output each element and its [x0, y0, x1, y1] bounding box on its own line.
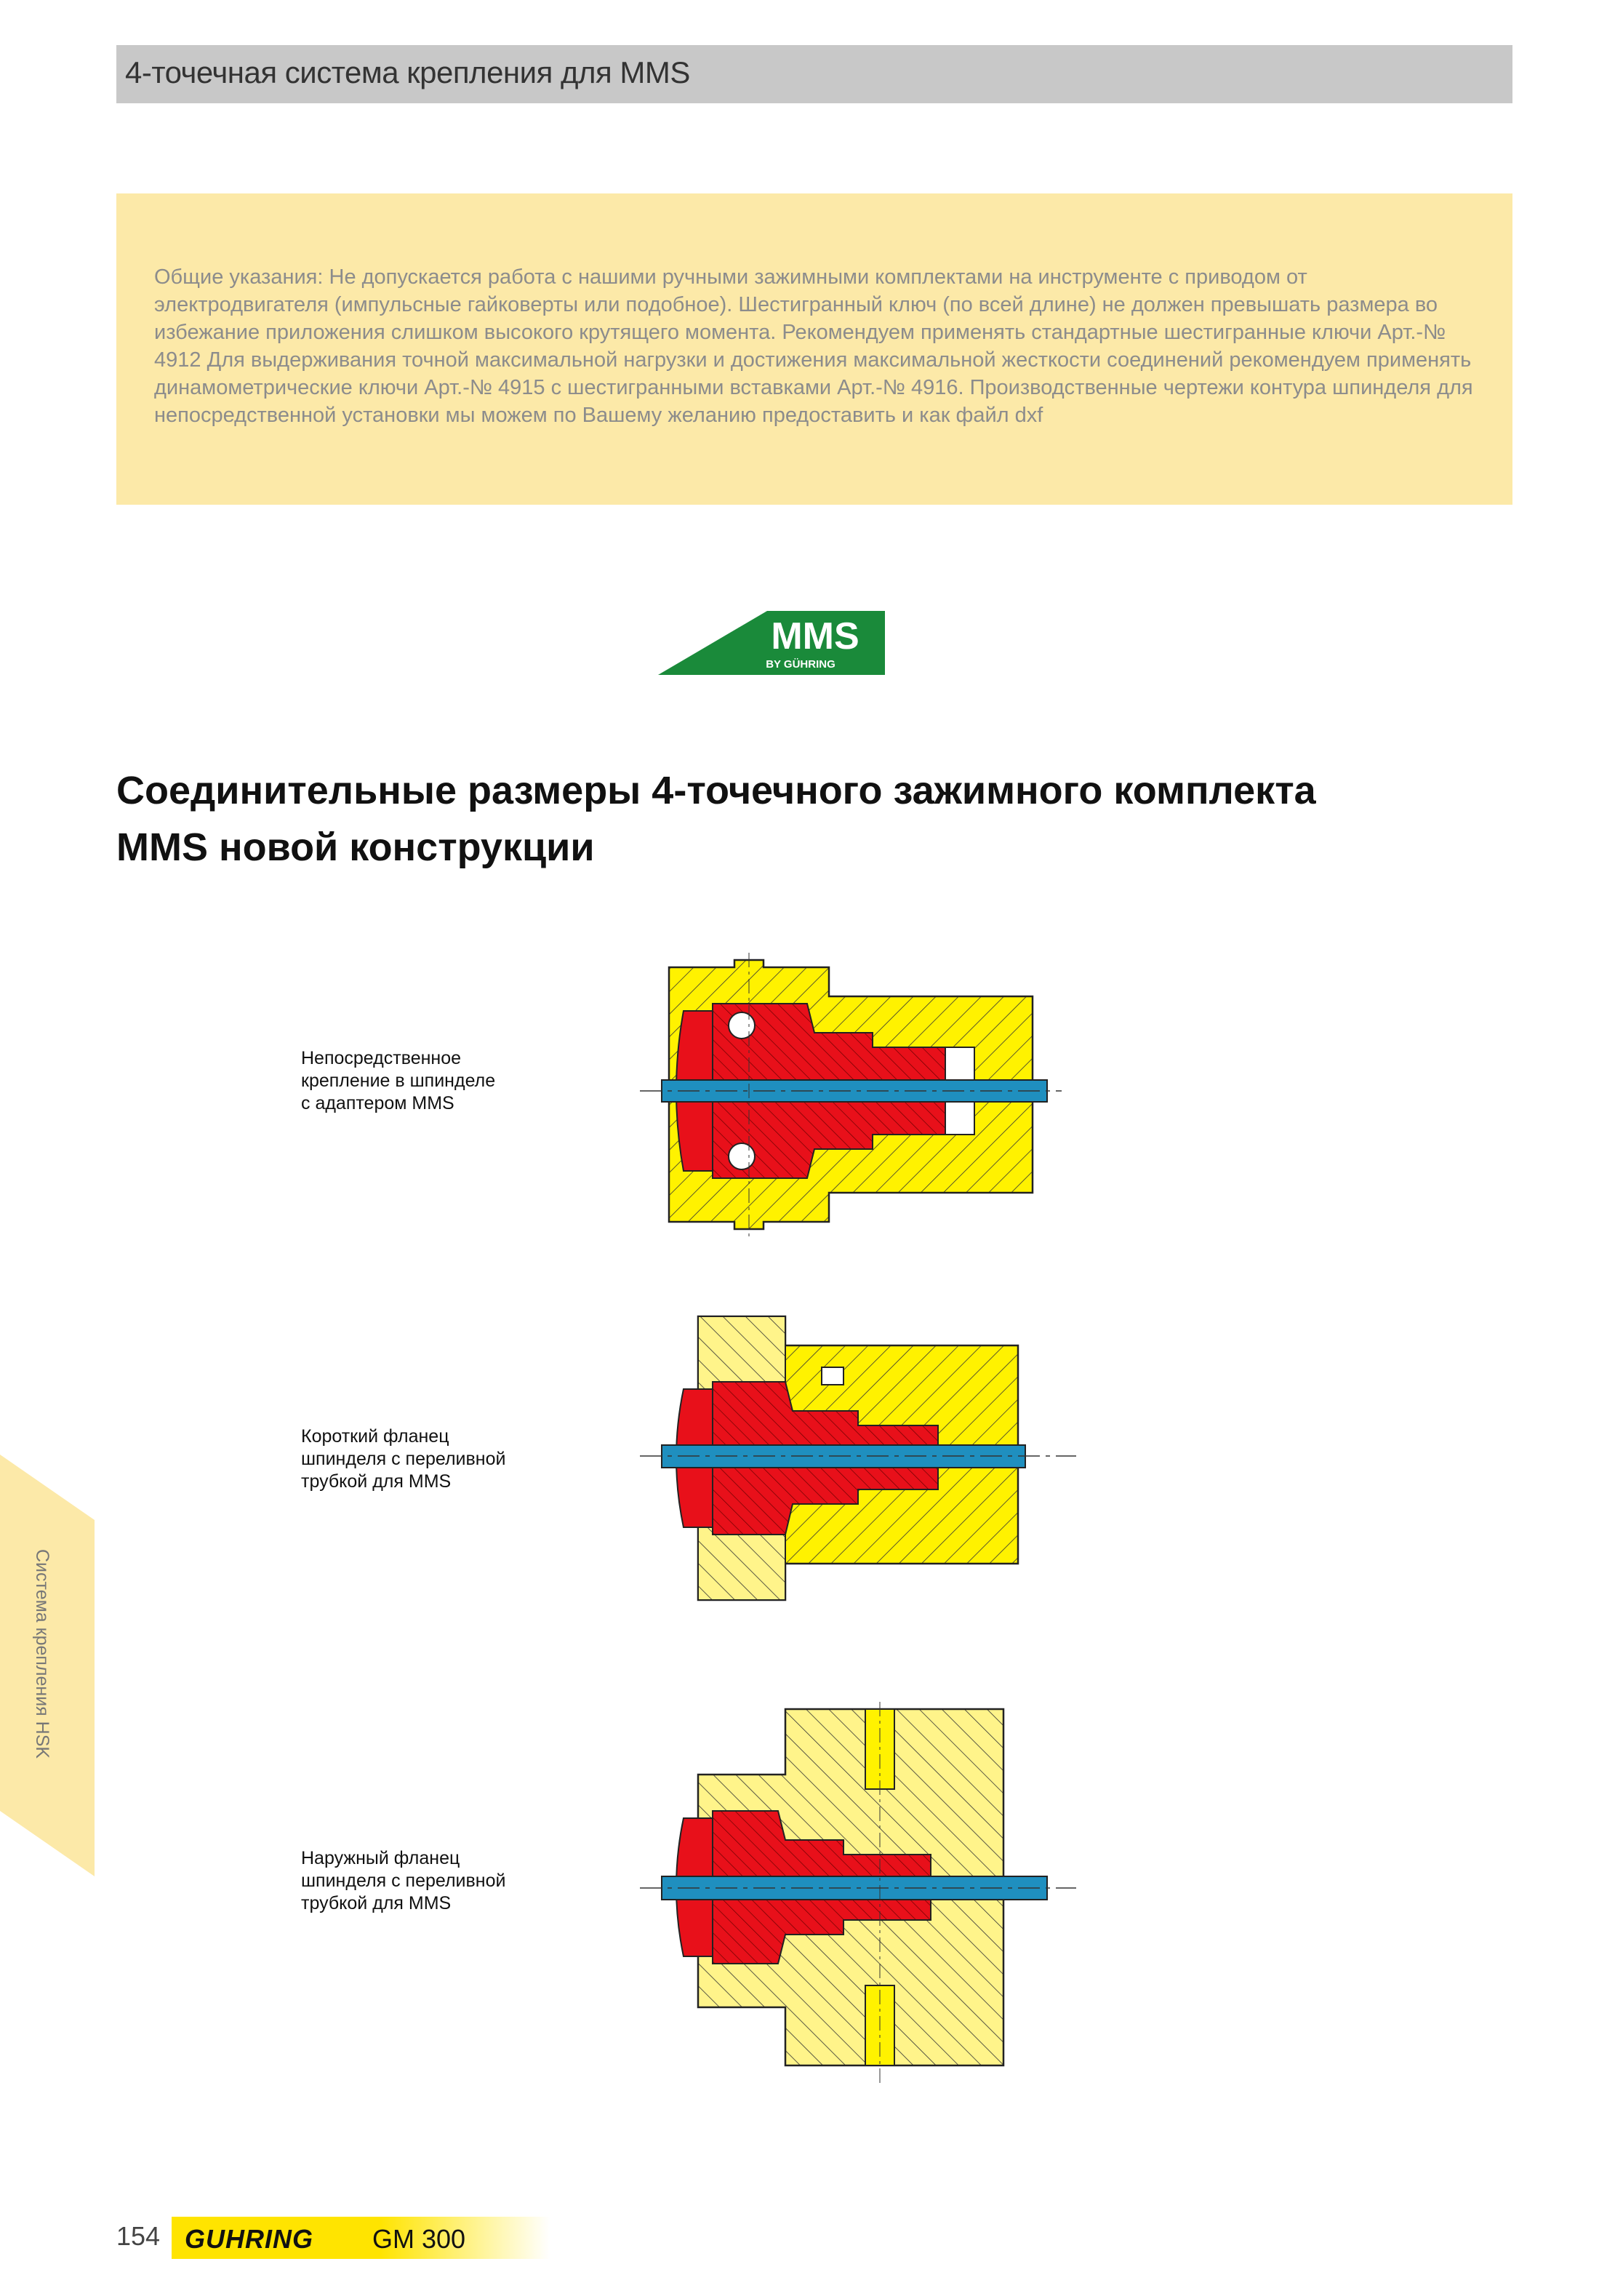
clamp-lower [712, 1899, 931, 1964]
screw-head [728, 1012, 756, 1039]
drawing-3-outer-flange [640, 1702, 1076, 2087]
main-title: Соединительные размеры 4-точечного зажим… [116, 762, 1534, 876]
main-title-line1: Соединительные размеры 4-точечного зажим… [116, 769, 1316, 812]
logo-text: MMS [771, 615, 859, 657]
insert-block [945, 1047, 975, 1081]
catalog-name: GM 300 [372, 2224, 466, 2254]
drawing-3-caption: Наружный фланец шпинделя с переливной тр… [301, 1848, 506, 1913]
main-title-line2: MMS новой конструкции [116, 825, 595, 869]
header-title: 4-точечная система крепления для MMS [125, 55, 690, 89]
flange-lower [697, 1527, 786, 1601]
insert-block [945, 1101, 975, 1135]
brand-logo: GUHRING [185, 2224, 313, 2254]
logo-shape [658, 611, 885, 675]
screw [821, 1367, 844, 1385]
clamp-lower [712, 1467, 939, 1535]
drawing-2-caption: Короткий фланец шпинделя с переливной тр… [301, 1426, 506, 1492]
drawing-1-caption: Непосредственное крепление в шпинделе с … [301, 1048, 496, 1113]
notice-text: Общие указания: Не допускается работа с … [154, 265, 1473, 427]
side-tab-shape [0, 1455, 95, 1876]
header-bar: 4-точечная система крепления для MMS [116, 45, 1512, 103]
screw-head [728, 1143, 756, 1170]
logo-subtext: BY GÜHRING [766, 658, 835, 671]
drawing-2-short-flange [640, 1315, 1076, 1601]
notice-box: Общие указания: Не допускается работа с … [116, 193, 1512, 505]
footer-band: GUHRING GM 300 [172, 2217, 550, 2259]
footer: 154 GUHRING GM 300 [116, 2217, 567, 2260]
side-tab-text: Система крепления HSK [32, 1549, 52, 1759]
flange-upper [697, 1316, 786, 1390]
page-number: 154 [116, 2221, 161, 2251]
drawing-1-direct-mount [640, 953, 1062, 1236]
mms-logo: MMS BY GÜHRING [658, 611, 885, 675]
side-tab [0, 1455, 95, 1876]
